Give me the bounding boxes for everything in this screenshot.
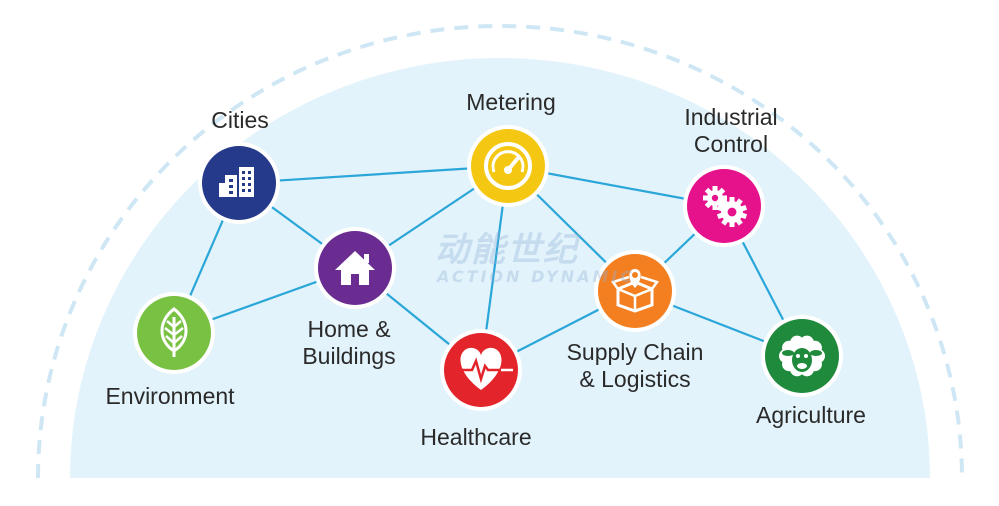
label-supply: Supply Chain & Logistics	[566, 339, 704, 392]
package-location-icon	[610, 269, 660, 313]
city-buildings-icon	[219, 167, 254, 197]
node-environment	[133, 292, 215, 374]
node-cities	[198, 142, 280, 224]
label-environment: Environment	[105, 383, 235, 409]
heart-pulse-icon	[457, 347, 513, 390]
leaf-icon	[160, 307, 188, 357]
dome-background	[70, 58, 930, 478]
label-industrial: Industrial Control	[684, 104, 778, 157]
label-metering: Metering	[466, 89, 556, 115]
label-cities: Cities	[211, 107, 269, 133]
house-icon	[335, 251, 375, 285]
watermark: 动能世纪 ACTION DYNAMIC	[365, 222, 635, 286]
node-home	[314, 227, 396, 309]
label-agriculture: Agriculture	[756, 402, 866, 428]
node-agriculture	[761, 315, 843, 397]
watermark-en: ACTION DYNAMIC	[437, 267, 636, 286]
label-home: Home & Buildings	[302, 316, 396, 369]
sheep-icon	[779, 335, 825, 377]
node-industrial	[683, 165, 765, 247]
watermark-cn: 动能世纪	[435, 230, 579, 270]
node-circle	[598, 254, 672, 328]
node-supply	[594, 250, 676, 332]
node-metering	[467, 125, 549, 207]
label-healthcare: Healthcare	[420, 424, 532, 450]
gauge-meter-icon	[484, 142, 532, 190]
node-healthcare	[440, 329, 522, 411]
edge-cities-metering	[238, 164, 509, 185]
dome-dashed-border	[36, 24, 964, 479]
gears-icon	[703, 186, 748, 227]
